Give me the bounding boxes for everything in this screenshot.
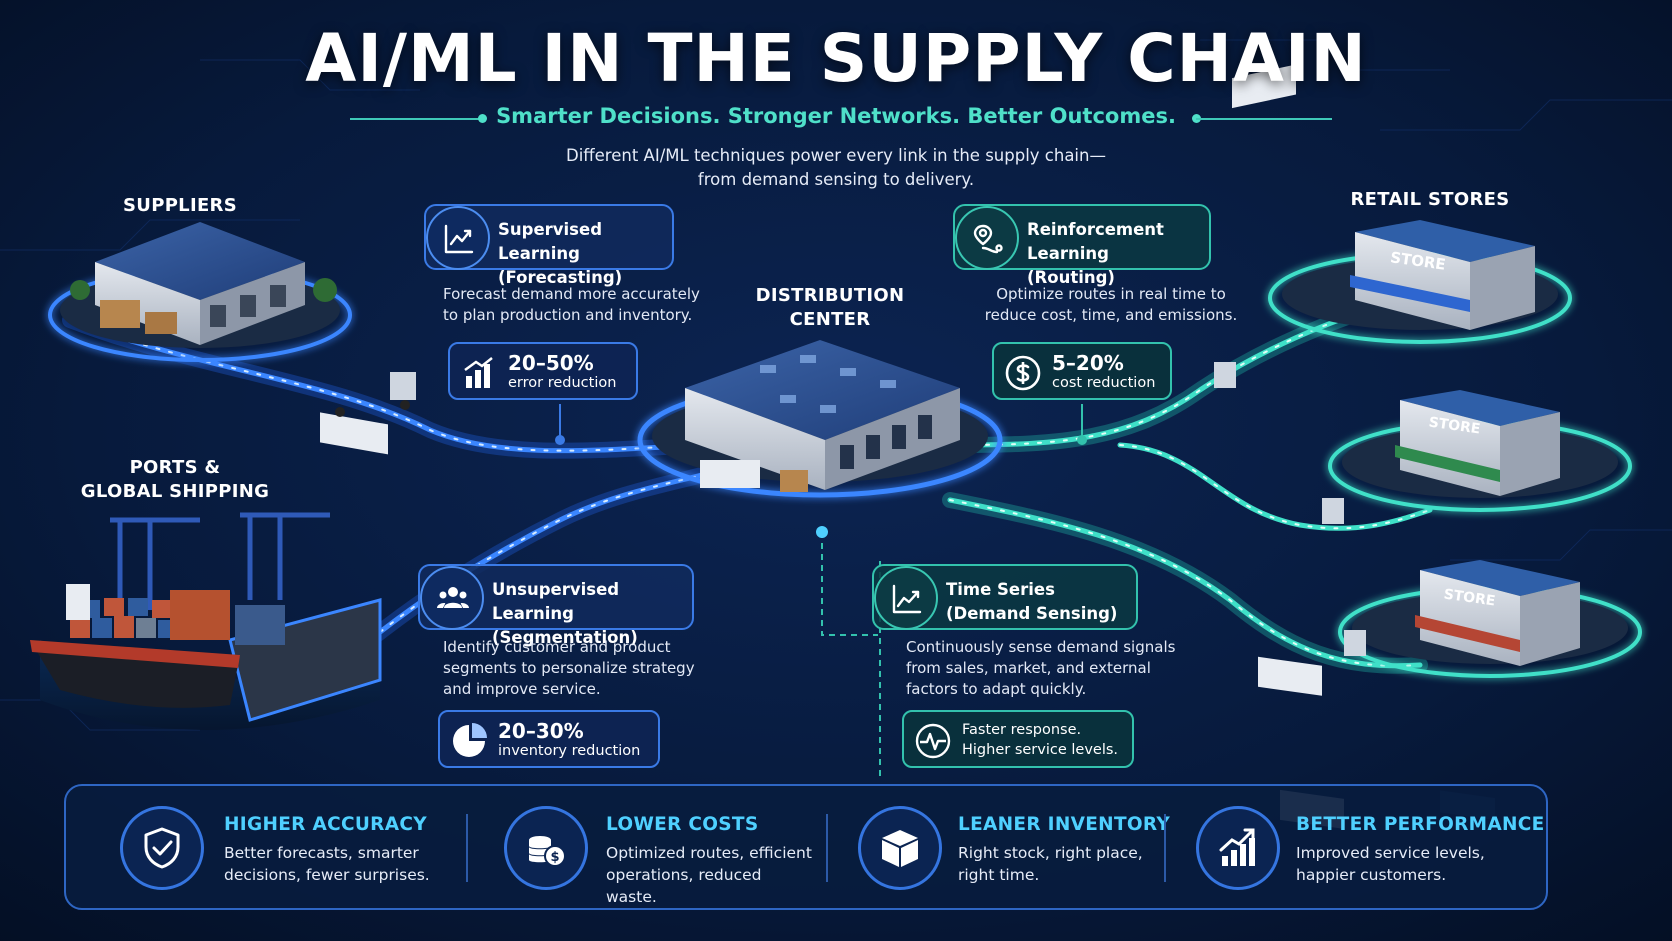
intro-line-1: Different AI/ML techniques power every l… bbox=[566, 146, 1106, 165]
benefit-leaner-inventory: LEANER INVENTORY Right stock, right plac… bbox=[828, 786, 1170, 908]
benefit-divider bbox=[1164, 814, 1166, 882]
desc-line: to plan production and inventory. bbox=[443, 306, 693, 324]
benefit-desc-line: decisions, fewer surprises. bbox=[224, 866, 430, 884]
desc-line: Identify customer and product bbox=[443, 638, 671, 656]
svg-text:$: $ bbox=[550, 850, 559, 865]
benefit-title: LEANER INVENTORY bbox=[958, 814, 1171, 835]
benefit-desc-line: Improved service levels, bbox=[1296, 844, 1485, 862]
dollar-icon bbox=[1005, 355, 1041, 391]
benefit-title: BETTER PERFORMANCE bbox=[1296, 814, 1545, 835]
reinforcement-metric-label: cost reduction bbox=[1052, 375, 1156, 391]
benefit-desc: Better forecasts, smarter decisions, few… bbox=[224, 842, 430, 886]
benefit-desc: Improved service levels, happier custome… bbox=[1296, 842, 1485, 886]
coins-icon: $ bbox=[504, 806, 588, 890]
ports-label-line-1: PORTS & bbox=[129, 457, 221, 478]
time-series-desc: Continuously sense demand signals from s… bbox=[906, 637, 1196, 700]
desc-line: reduce cost, time, and emissions. bbox=[984, 306, 1238, 324]
benefit-desc-line: operations, reduced waste. bbox=[606, 866, 762, 906]
ports-label-line-2: GLOBAL SHIPPING bbox=[80, 481, 270, 502]
people-group-icon bbox=[420, 566, 484, 630]
reinforcement-learning-title: Reinforcement Learning bbox=[1027, 220, 1164, 263]
port-illustration bbox=[30, 512, 382, 730]
benefit-desc: Optimized routes, efficient operations, … bbox=[606, 842, 814, 908]
desc-line: Optimize routes in real time to bbox=[996, 285, 1226, 303]
trend-chart-icon bbox=[874, 566, 938, 630]
page-title: AI/ML IN THE SUPPLY CHAIN bbox=[305, 20, 1367, 97]
unsupervised-learning-title: Unsupervised Learning bbox=[492, 580, 620, 623]
benefit-divider bbox=[826, 814, 828, 882]
unsupervised-metric: 20–30% inventory reduction bbox=[438, 710, 660, 768]
intro-text: Different AI/ML techniques power every l… bbox=[436, 144, 1236, 192]
benefit-desc: Right stock, right place, right time. bbox=[958, 842, 1143, 886]
growth-chart-icon bbox=[1196, 806, 1280, 890]
pie-chart-icon bbox=[453, 723, 487, 757]
ports-label: PORTS & GLOBAL SHIPPING bbox=[70, 456, 280, 504]
time-series-card: Time Series (Demand Sensing) bbox=[872, 564, 1138, 630]
distribution-center-label: DISTRIBUTION CENTER bbox=[730, 284, 930, 332]
benefit-higher-accuracy: HIGHER ACCURACY Better forecasts, smarte… bbox=[66, 786, 456, 908]
truck-retail-2 bbox=[1258, 498, 1344, 696]
reinforcement-metric-value: 5–20% bbox=[1052, 351, 1124, 375]
desc-line: segments to personalize strategy bbox=[443, 659, 695, 677]
unsupervised-metric-label: inventory reduction bbox=[498, 743, 641, 759]
desc-line: from sales, market, and external bbox=[906, 659, 1151, 677]
reinforcement-metric: 5–20% cost reduction bbox=[992, 342, 1172, 400]
truck-suppliers bbox=[320, 372, 416, 455]
time-series-metric: Faster response. Higher service levels. bbox=[902, 710, 1134, 768]
reinforcement-learning-subtitle: (Routing) bbox=[1027, 268, 1115, 287]
benefit-desc-line: Optimized routes, efficient bbox=[606, 844, 812, 862]
dc-label-line-1: DISTRIBUTION bbox=[755, 285, 905, 306]
supervised-metric-label: error reduction bbox=[508, 375, 617, 391]
unsupervised-learning-desc: Identify customer and product segments t… bbox=[443, 637, 713, 700]
truck-retail-1 bbox=[1214, 64, 1296, 388]
benefit-lower-costs: $ LOWER COSTS Optimized routes, efficien… bbox=[468, 786, 814, 908]
distribution-center-building bbox=[637, 340, 1003, 498]
line-chart-icon bbox=[426, 206, 490, 270]
pulse-icon bbox=[915, 723, 951, 759]
desc-line: factors to adapt quickly. bbox=[906, 680, 1087, 698]
reinforcement-learning-desc: Optimize routes in real time to reduce c… bbox=[966, 284, 1256, 326]
supervised-learning-card: Supervised Learning (Forecasting) bbox=[424, 204, 674, 287]
shield-check-icon bbox=[120, 806, 204, 890]
reinforcement-learning-card: Reinforcement Learning (Routing) bbox=[953, 204, 1211, 287]
desc-line: Forecast demand more accurately bbox=[443, 285, 700, 303]
time-series-title: Time Series bbox=[946, 580, 1055, 599]
desc-line: Continuously sense demand signals bbox=[906, 638, 1176, 656]
unsupervised-learning-card: Unsupervised Learning (Segmentation) bbox=[418, 564, 694, 647]
supervised-learning-title: Supervised Learning bbox=[498, 220, 603, 263]
benefit-better-performance: BETTER PERFORMANCE Improved service leve… bbox=[1166, 786, 1546, 908]
box-icon bbox=[858, 806, 942, 890]
benefit-desc-line: Better forecasts, smarter bbox=[224, 844, 419, 862]
benefit-title: LOWER COSTS bbox=[606, 814, 759, 835]
retail-stores-label: RETAIL STORES bbox=[1350, 189, 1510, 210]
route-pin-icon bbox=[955, 206, 1019, 270]
intro-line-2: from demand sensing to delivery. bbox=[697, 170, 975, 189]
desc-line: and improve service. bbox=[443, 680, 601, 698]
suppliers-label: SUPPLIERS bbox=[123, 195, 237, 216]
time-series-metric-line-1: Faster response. bbox=[962, 722, 1082, 738]
tagline-rule-right bbox=[1196, 118, 1332, 120]
bar-chart-icon bbox=[464, 357, 493, 388]
supervised-metric: 20–50% error reduction bbox=[448, 342, 638, 400]
benefit-divider bbox=[466, 814, 468, 882]
tagline-rule-left bbox=[350, 118, 482, 120]
unsupervised-metric-value: 20–30% bbox=[498, 719, 584, 743]
dc-label-line-2: CENTER bbox=[789, 309, 871, 330]
unsupervised-learning-subtitle: (Segmentation) bbox=[492, 628, 638, 647]
benefit-desc-line: happier customers. bbox=[1296, 866, 1447, 884]
benefit-desc-line: Right stock, right place, bbox=[958, 844, 1143, 862]
benefit-desc-line: right time. bbox=[958, 866, 1040, 884]
time-series-subtitle: (Demand Sensing) bbox=[946, 604, 1118, 623]
benefits-panel: HIGHER ACCURACY Better forecasts, smarte… bbox=[64, 784, 1548, 910]
supervised-learning-desc: Forecast demand more accurately to plan … bbox=[443, 284, 703, 326]
tagline: Smarter Decisions. Stronger Networks. Be… bbox=[496, 104, 1176, 128]
supervised-learning-subtitle: (Forecasting) bbox=[498, 268, 623, 287]
supervised-metric-value: 20–50% bbox=[508, 351, 594, 375]
suppliers-warehouse bbox=[48, 222, 352, 362]
benefit-title: HIGHER ACCURACY bbox=[224, 814, 427, 835]
time-series-metric-line-2: Higher service levels. bbox=[962, 742, 1119, 758]
tagline-dot-left bbox=[478, 114, 487, 123]
